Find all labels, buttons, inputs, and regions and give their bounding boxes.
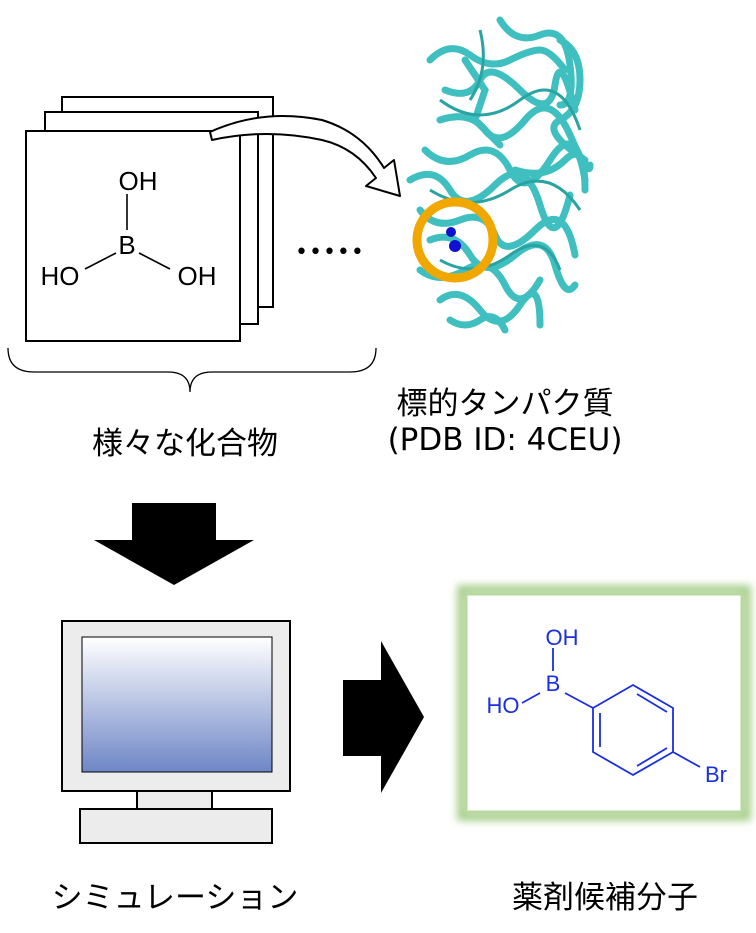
computer-icon [61,620,291,844]
ligand-atom-2 [449,240,461,252]
atom-oh-top: OH [119,166,158,196]
atom-oh-right: OH [178,261,217,291]
candidate-label: 薬剤候補分子 [512,880,698,916]
candidate-atom-oh: OH [546,625,579,650]
ligand-atom-1 [446,227,456,237]
candidate-structure [521,648,701,777]
atom-ho-left: HO [41,261,80,291]
candidate-atom-ho: HO [487,693,520,718]
compounds-brace [7,347,377,393]
right-arrow [343,641,424,793]
binding-site-ring [412,197,498,283]
target-protein [406,16,594,334]
target-label-line1: 標的タンパク質 [396,386,614,422]
simulation-label: シミュレーション [51,880,299,916]
protein-detail [429,29,582,271]
compounds-label: 様々な化合物 [92,426,278,462]
atom-boron: B [118,230,135,260]
down-arrow [94,503,254,585]
candidate-atom-b: B [546,671,561,696]
compound-card-front [25,130,241,342]
compounds-ellipsis: ••••• [295,240,365,265]
target-label-line2: (PDB ID: 4CEU) [387,422,623,458]
dock-curved-arrow [209,115,401,197]
candidate-atom-br: Br [705,762,727,787]
bond-b-oh-right [138,252,171,270]
candidate-frame [464,592,744,814]
bond-b-oh-left [84,252,117,270]
candidate-frame-glow [457,585,751,821]
